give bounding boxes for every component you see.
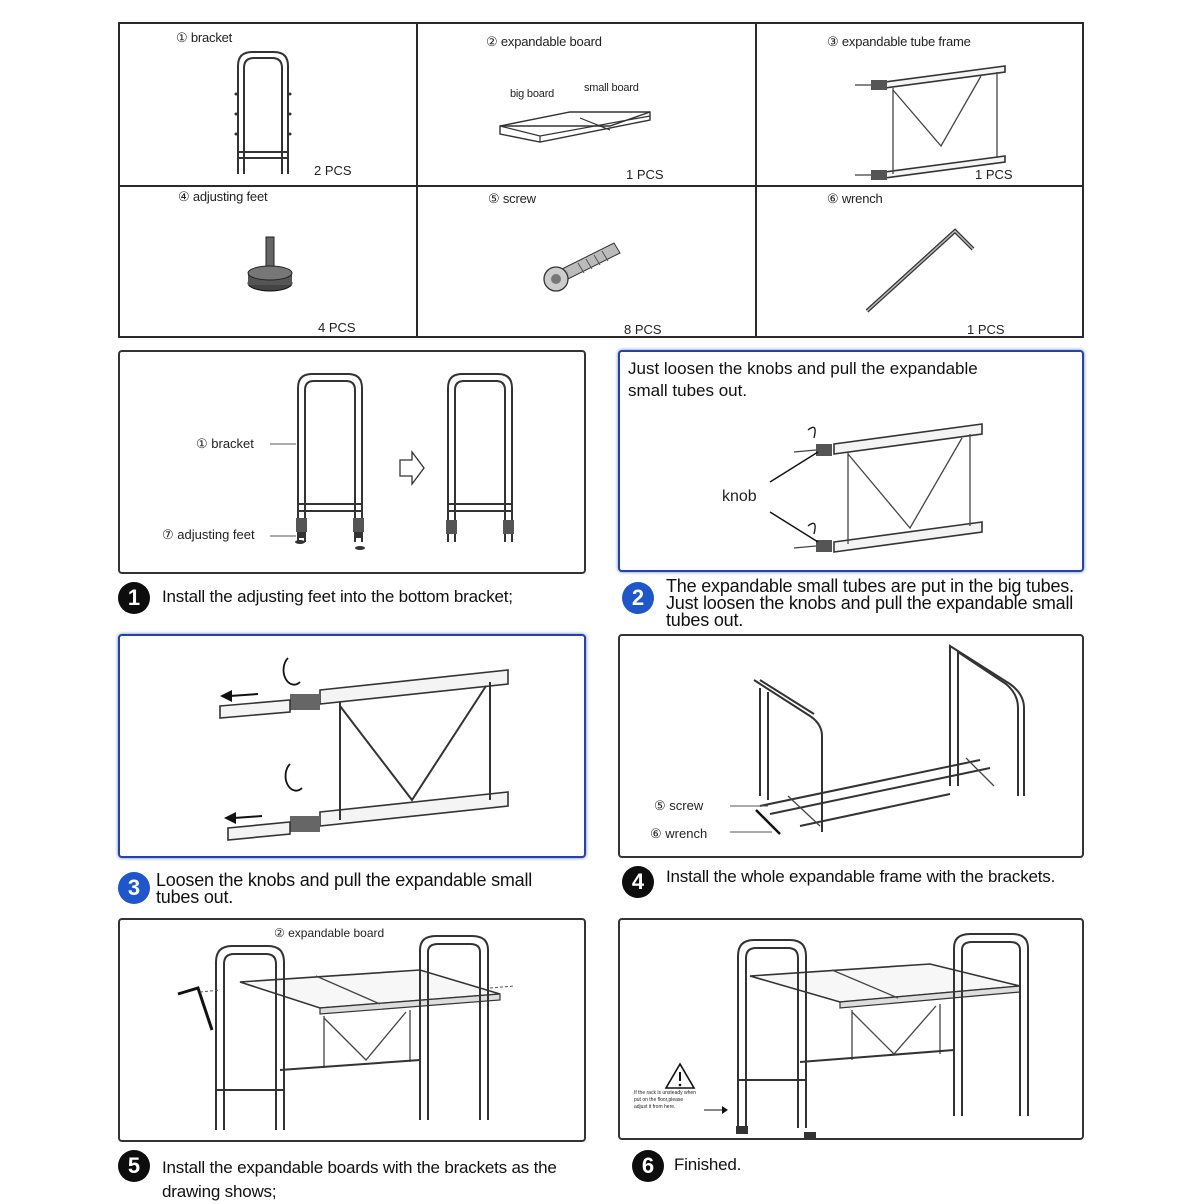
step-4-caption: Install the whole expandable frame with … [666, 867, 1056, 886]
step-2-panel-note: Just loosen the knobs and pull the expan… [628, 359, 978, 400]
grid-divider [120, 185, 1082, 187]
step-5-illustration [177, 935, 515, 1130]
step-3-caption: Loosen the knobs and pull the expandable… [156, 870, 533, 907]
step-2-illustration [769, 423, 983, 553]
step-number-badge: 5 [118, 1150, 150, 1182]
warning-note-line: put on the floor,please [634, 1097, 684, 1103]
step-2-caption: The expandable small tubes are put in th… [666, 576, 1074, 630]
part-cell-wrench: ⑥ wrench 1 PCS [757, 187, 1082, 337]
part-quantity: 2 PCS [314, 163, 352, 178]
part-quantity: 1 PCS [975, 167, 1013, 182]
step-number-badge: 2 [622, 582, 654, 614]
step-number-badge: 1 [118, 582, 150, 614]
part-quantity: 4 PCS [318, 320, 356, 335]
step-number-badge: 4 [622, 866, 654, 898]
step-1-panel: ① bracket ⑦ adjusting feet [118, 350, 586, 574]
step-3-panel [118, 634, 586, 858]
adjusting-feet-callout: ⑦ adjusting feet [162, 527, 255, 542]
wrench-callout: ⑥ wrench [650, 826, 708, 841]
step-5-caption: Install the expandable boards with the b… [162, 1158, 557, 1201]
part-cell-board: ② expandable board big board small board… [418, 24, 755, 185]
wrench-icon [865, 228, 975, 313]
grid-divider [416, 24, 418, 336]
part-label: ④ adjusting feet [178, 189, 268, 204]
expandable-board-callout: ② expandable board [274, 926, 385, 940]
part-label: ⑥ wrench [827, 191, 883, 206]
knob-callout: knob [722, 488, 757, 505]
bracket-icon [234, 51, 292, 174]
part-label: ① bracket [176, 30, 233, 45]
step-6-caption: Finished. [674, 1155, 742, 1174]
grid-divider [755, 24, 757, 336]
warning-note-line: If the rack is unsteady when [634, 1090, 696, 1096]
step-6-illustration [664, 933, 1029, 1140]
step-1-caption: Install the adjusting feet into the bott… [162, 587, 513, 606]
part-cell-adjusting-feet: ④ adjusting feet 4 PCS [120, 187, 416, 336]
step-4-illustration [730, 644, 1025, 835]
step-6-panel: If the rack is unsteady when put on the … [618, 918, 1084, 1140]
part-quantity: 1 PCS [626, 167, 664, 182]
step-4-panel: ⑤ screw ⑥ wrench [618, 634, 1084, 858]
screw-icon [543, 242, 621, 292]
step-5-panel: ② expandable board [118, 918, 586, 1142]
step-1-illustration [270, 373, 514, 550]
step-number-badge: 6 [632, 1150, 664, 1182]
warning-note-line: adjust it from here. [634, 1104, 676, 1110]
part-quantity: 8 PCS [624, 322, 662, 337]
warning-note: If the rack is unsteady when put on the … [634, 1090, 696, 1111]
step-3-illustration [219, 657, 509, 841]
step-2-panel: Just loosen the knobs and pull the expan… [618, 350, 1084, 572]
tube-frame-icon [855, 65, 1006, 180]
adjusting-foot-icon [247, 236, 293, 292]
bracket-callout: ① bracket [196, 436, 254, 451]
small-board-label: small board [584, 82, 639, 94]
part-cell-tube-frame: ③ expandable tube frame 1 PCS [757, 24, 1082, 185]
parts-list-grid: ① bracket 2 PCS ② expandable board big b… [118, 22, 1084, 338]
part-cell-bracket: ① bracket 2 PCS [120, 24, 416, 185]
big-board-label: big board [510, 88, 555, 100]
step-number-badge: 3 [118, 872, 150, 904]
part-label: ⑤ screw [488, 191, 536, 206]
part-label: ③ expandable tube frame [827, 34, 971, 49]
screw-callout: ⑤ screw [654, 798, 704, 813]
board-icon [499, 111, 651, 143]
part-quantity: 1 PCS [967, 322, 1005, 337]
part-cell-screw: ⑤ screw 8 PCS [418, 187, 755, 337]
part-label: ② expandable board [486, 34, 602, 49]
